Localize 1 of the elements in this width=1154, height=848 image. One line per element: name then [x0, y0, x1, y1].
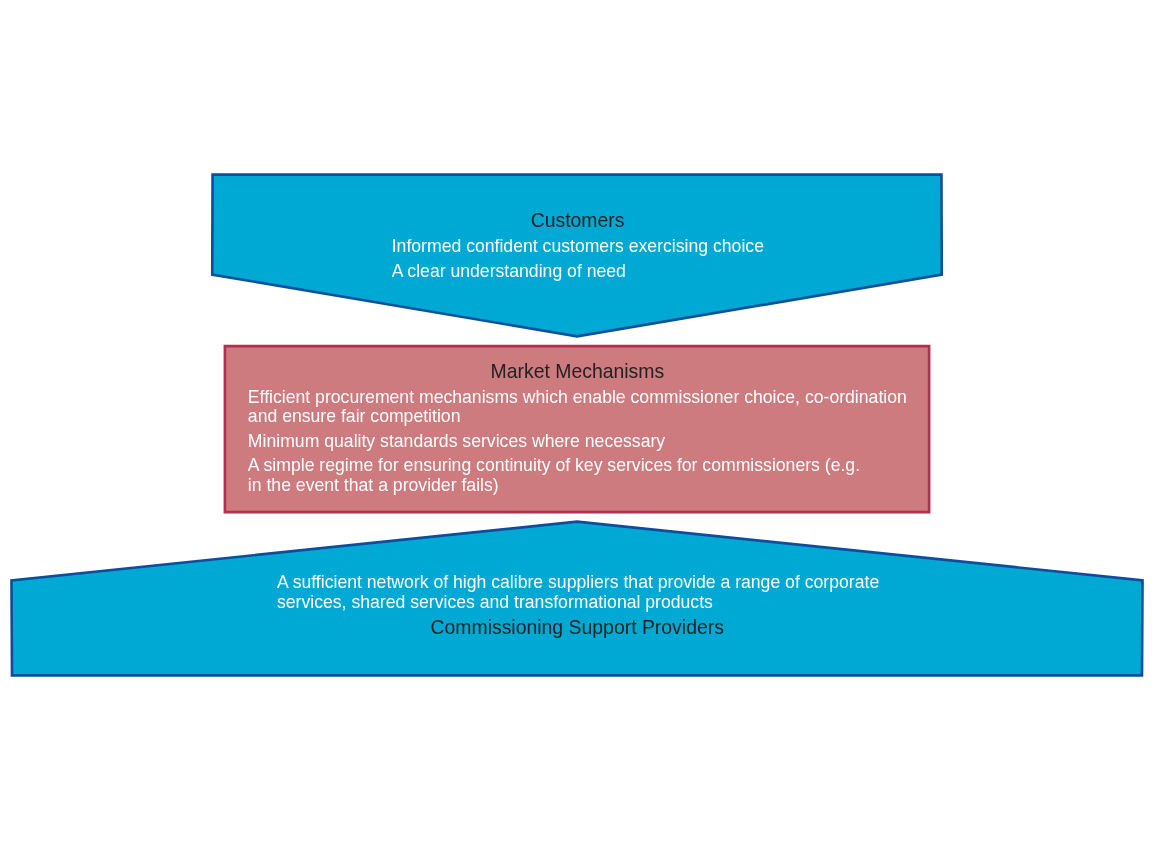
- node-box: Market Mechanisms Efficient procurement mechanisms which enable commissioner choice, co-ordination and ensure fair competition Minimum quality standards services where necessary A simple regime for ensuring continuity of key services for commissioners (e.g. in the event that a provider fails): [223, 344, 931, 513]
